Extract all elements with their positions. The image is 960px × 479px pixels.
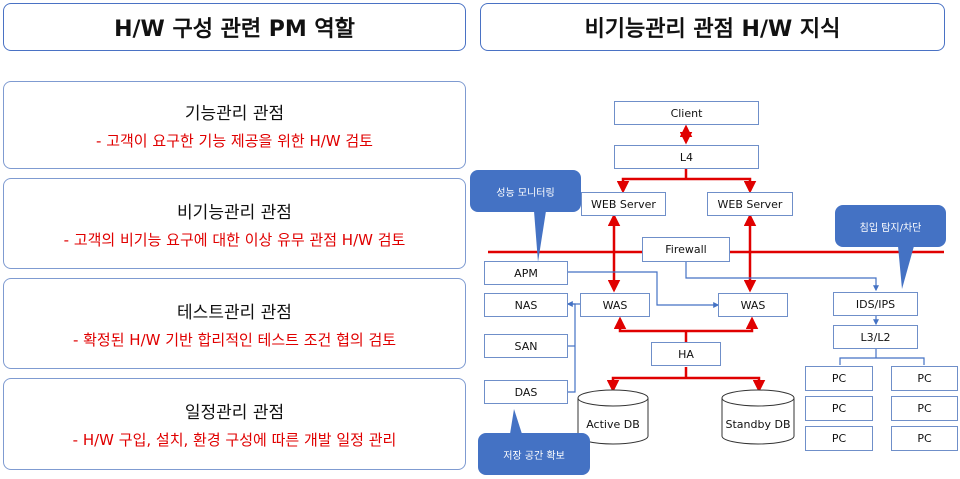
san-node: SAN bbox=[484, 334, 568, 358]
card-functional: 기능관리 관점 - 고객이 요구한 기능 제공을 위한 H/W 검토 bbox=[3, 81, 466, 169]
pc-node: PC bbox=[805, 366, 873, 391]
pc-node: PC bbox=[891, 426, 958, 451]
callout-tails bbox=[510, 211, 914, 434]
callout-intrusion-text: 침입 탐지/차단 bbox=[859, 222, 922, 234]
client-label: Client bbox=[670, 106, 703, 120]
card-title: 테스트관리 관점 bbox=[177, 302, 292, 323]
web-server-1: WEB Server bbox=[581, 192, 666, 216]
card-title: 기능관리 관점 bbox=[184, 104, 285, 124]
web-server-label: WEB Server bbox=[591, 197, 656, 211]
nas-label: NAS bbox=[514, 298, 538, 312]
firewall-label: Firewall bbox=[665, 243, 707, 256]
web-server-2: WEB Server bbox=[707, 192, 793, 216]
l4-label: L4 bbox=[679, 150, 694, 164]
was-node-1: WAS bbox=[580, 293, 650, 317]
card-subtitle: - 고객이 요구한 기능 제공을 위한 H/W 검토 bbox=[96, 132, 373, 150]
was-label: WAS bbox=[602, 298, 628, 312]
active-db-label: Active DB bbox=[586, 418, 640, 431]
card-subtitle: - 고객의 비기능 요구에 대한 이상 유무 관점 H/W 검토 bbox=[63, 230, 406, 249]
pc-label: PC bbox=[917, 372, 932, 385]
header-right-title: 비기능관리 관점 H/W 지식 bbox=[584, 17, 841, 42]
pc-label: PC bbox=[917, 402, 932, 415]
l3-l2-node: L3/L2 bbox=[833, 325, 918, 349]
client-node: Client bbox=[614, 101, 759, 125]
web-server-label: WEB Server bbox=[717, 197, 783, 211]
pc-node: PC bbox=[891, 366, 958, 391]
das-node: DAS bbox=[484, 380, 568, 404]
ids-ips-node: IDS/IPS bbox=[833, 292, 918, 316]
apm-node: APM bbox=[484, 261, 568, 285]
card-schedule: 일정관리 관점 - H/W 구입, 설치, 환경 구성에 따른 개발 일정 관리 bbox=[3, 378, 466, 470]
pc-label: PC bbox=[831, 372, 847, 385]
card-subtitle: - 확정된 H/W 기반 합리적인 테스트 조건 협의 검토 bbox=[72, 330, 397, 349]
callout-performance: 성능 모니터링 bbox=[470, 170, 581, 212]
firewall-node: Firewall bbox=[642, 237, 730, 262]
standby-db-label: Standby DB bbox=[725, 418, 791, 431]
callout-performance-text: 성능 모니터링 bbox=[496, 187, 555, 199]
was-label: WAS bbox=[740, 298, 766, 312]
blue-links bbox=[566, 262, 925, 393]
callout-storage: 저장 공간 확보 bbox=[478, 433, 590, 475]
active-db: Active DB bbox=[578, 418, 648, 431]
callout-intrusion: 침입 탐지/차단 bbox=[835, 205, 946, 247]
das-label: DAS bbox=[514, 385, 538, 399]
pc-label: PC bbox=[917, 432, 932, 445]
standby-db: Standby DB bbox=[722, 418, 794, 431]
callout-storage-text: 저장 공간 확보 bbox=[503, 450, 565, 462]
card-subtitle: - H/W 구입, 설치, 환경 구성에 따른 개발 일정 관리 bbox=[72, 431, 397, 449]
header-left: H/W 구성 관련 PM 역할 bbox=[3, 3, 466, 51]
card-title: 일정관리 관점 bbox=[184, 403, 285, 423]
san-label: SAN bbox=[514, 339, 538, 353]
header-left-title: H/W 구성 관련 PM 역할 bbox=[114, 17, 355, 42]
card-title: 비기능관리 관점 bbox=[177, 202, 292, 223]
ha-label: HA bbox=[678, 347, 694, 361]
pc-node: PC bbox=[891, 396, 958, 421]
ids-ips-label: IDS/IPS bbox=[855, 297, 896, 311]
l4-node: L4 bbox=[614, 145, 759, 169]
storage-icons bbox=[577, 389, 795, 445]
card-test: 테스트관리 관점 - 확정된 H/W 기반 합리적인 테스트 조건 협의 검토 bbox=[3, 278, 466, 369]
was-node-2: WAS bbox=[718, 293, 788, 317]
card-nonfunctional: 비기능관리 관점 - 고객의 비기능 요구에 대한 이상 유무 관점 H/W 검… bbox=[3, 178, 466, 269]
pc-label: PC bbox=[831, 402, 847, 415]
pc-node: PC bbox=[805, 426, 873, 451]
nas-node: NAS bbox=[484, 293, 568, 317]
apm-label: APM bbox=[514, 266, 538, 280]
pc-label: PC bbox=[831, 432, 847, 445]
header-right: 비기능관리 관점 H/W 지식 bbox=[480, 3, 945, 51]
l3-l2-label: L3/L2 bbox=[860, 330, 891, 344]
ha-node: HA bbox=[651, 342, 721, 366]
pc-node: PC bbox=[805, 396, 873, 421]
